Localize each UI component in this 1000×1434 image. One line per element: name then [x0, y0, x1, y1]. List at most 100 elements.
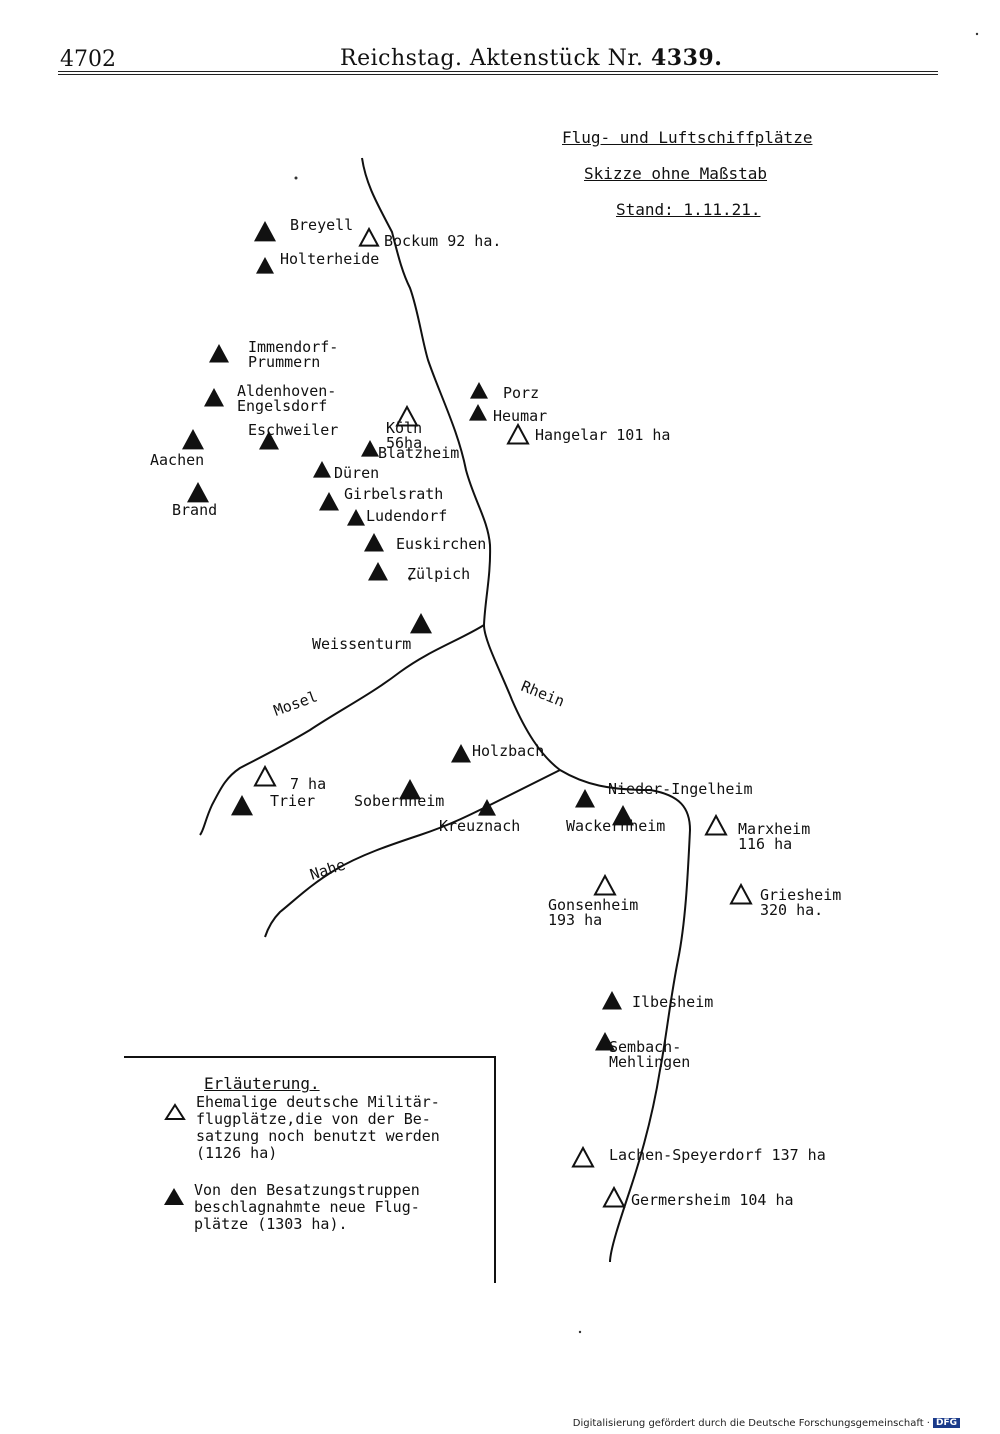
legend-heading: Erläuterung. [204, 1074, 320, 1093]
river-mosel-line [199, 624, 485, 836]
airfield-label-line: Sembach- [609, 1038, 681, 1056]
speck [408, 577, 412, 581]
airfield-label-line: 116 ha [738, 835, 792, 853]
airfield-breyell: Breyell [254, 216, 353, 242]
new-airfield-marker-icon [575, 789, 595, 808]
airfield-euskirchen: Euskirchen [364, 533, 486, 553]
legend: Erläuterung. Ehemalige deutsche Militär-… [124, 1056, 496, 1283]
river-nahe-line [264, 769, 561, 938]
new-airfield-marker-icon [470, 382, 488, 399]
header-rule-bottom [58, 74, 938, 75]
airfield-label: Düren [334, 464, 379, 482]
speck [975, 32, 979, 36]
airfield-girbelsrath: Girbelsrath [319, 485, 443, 511]
airfield-label-line: Marxheim [738, 820, 810, 838]
airfield-kreuznach: Kreuznach [439, 799, 520, 835]
speck [294, 176, 298, 180]
new-airfield-marker-icon [319, 492, 339, 511]
legend-former-icon [164, 1103, 186, 1120]
legend-new-icon [164, 1188, 184, 1205]
legend-new-line: beschlagnahmte neue Flug- [194, 1198, 420, 1216]
airfield-label-line: Sobernheim [354, 792, 444, 810]
airfield-nieder-ingelheim: Nieder-Ingelheim [575, 780, 753, 808]
former-airfield-marker-icon [506, 422, 530, 445]
legend-former-line: satzung noch benutzt werden [196, 1127, 440, 1145]
airfield-label-line: Euskirchen [396, 535, 486, 553]
airfield-sembach: Sembach-Mehlingen [595, 1032, 690, 1071]
map-title: Flug- und Luftschiffplätze [562, 128, 813, 147]
airfield-label-line: Kreuznach [439, 817, 520, 835]
new-airfield-marker-icon [187, 482, 209, 503]
map-date: Stand: 1.11.21. [616, 200, 761, 219]
new-airfield-marker-icon [364, 533, 384, 552]
former-airfield-marker-icon [253, 764, 277, 787]
airfield-label-line: Prummern [248, 353, 320, 371]
airfield-label: Aachen [150, 451, 204, 469]
new-airfield-marker-icon [254, 221, 276, 242]
airfield-label-line: Aachen [150, 451, 204, 469]
airfield-label-line: Bockum 92 ha. [384, 232, 501, 250]
airfield-label: Sembach-Mehlingen [609, 1038, 690, 1071]
airfield-brand: Brand [172, 482, 217, 519]
page-number: 4702 [60, 47, 116, 72]
header-title: Reichstag. Aktenstück Nr. 4339. [340, 45, 722, 71]
airfield-label-line: Hangelar 101 ha [535, 426, 670, 444]
new-airfield-marker-icon [602, 991, 622, 1010]
new-airfield-marker-icon [204, 388, 224, 407]
airfield-label-line: Trier [270, 792, 315, 810]
airfield-label: Euskirchen [396, 535, 486, 553]
airfield-dueren: Düren [313, 461, 379, 482]
airfield-label-line: Zülpich [407, 565, 470, 583]
airfield-label: Ilbesheim [632, 993, 713, 1011]
airfield-label: Aldenhoven-Engelsdorf [237, 382, 336, 415]
airfield-label-line: 193 ha [548, 911, 602, 929]
airfield-zuelpich: Zülpich [368, 562, 470, 583]
airfield-holterheide: Holterheide [256, 250, 379, 274]
former-airfield-marker-icon [593, 873, 617, 896]
airfield-label: Weissenturm [312, 635, 411, 653]
airfield-label-line: Köln [386, 419, 422, 437]
airfield-label-line: Düren [334, 464, 379, 482]
airfield-label: Girbelsrath [344, 485, 443, 503]
airfield-label: Porz [503, 384, 539, 402]
airfield-label-line: Gonsenheim [548, 896, 638, 914]
header-title-prefix: Reichstag. Aktenstück Nr. [340, 46, 644, 71]
legend-former-text: Ehemalige deutsche Militär- flugplätze,d… [196, 1094, 440, 1162]
airfield-weissenturm: Weissenturm [312, 613, 432, 653]
airfield-label-line: Holterheide [280, 250, 379, 268]
airfield-label-line: Weissenturm [312, 635, 411, 653]
legend-former-line: (1126 ha) [196, 1144, 278, 1162]
digitization-credit: Digitalisierung gefördert durch die Deut… [573, 1418, 960, 1429]
speck [578, 1330, 582, 1334]
airfield-trier-former: 7 ha [253, 764, 326, 793]
airfield-label: Holterheide [280, 250, 379, 268]
map-subtitle: Skizze ohne Maßstab [584, 164, 768, 183]
airfield-label: Sobernheim [354, 792, 444, 810]
airfield-holzbach: Holzbach [451, 742, 544, 763]
airfield-label-line: Eschweiler [248, 421, 338, 439]
airfield-label-line: Griesheim [760, 886, 841, 904]
airfield-label: Lachen-Speyerdorf 137 ha [609, 1146, 826, 1164]
airfield-butzweilerhof: Blatzheim [361, 440, 459, 462]
former-airfield-marker-icon [571, 1145, 595, 1168]
airfield-label-line: 320 ha. [760, 901, 823, 919]
airfield-label: Holzbach [472, 742, 544, 760]
new-airfield-marker-icon [313, 461, 331, 478]
new-airfield-marker-icon [259, 431, 279, 450]
airfield-label-line: Brand [172, 501, 217, 519]
airfield-porz: Porz [470, 382, 539, 402]
airfield-label-line: Wackernheim [566, 817, 665, 835]
new-airfield-marker-icon [368, 562, 388, 581]
airfield-label: Germersheim 104 ha [631, 1191, 794, 1209]
page-header: 4702 Reichstag. Aktenstück Nr. 4339. [0, 0, 1000, 90]
dfg-logo: DFG [932, 1418, 960, 1428]
airfield-label: Bockum 92 ha. [384, 232, 501, 250]
new-airfield-marker-icon [451, 744, 471, 763]
airfield-trier: Trier [231, 792, 315, 816]
airfield-label: Ludendorf [366, 507, 447, 525]
new-airfield-marker-icon [347, 509, 365, 526]
